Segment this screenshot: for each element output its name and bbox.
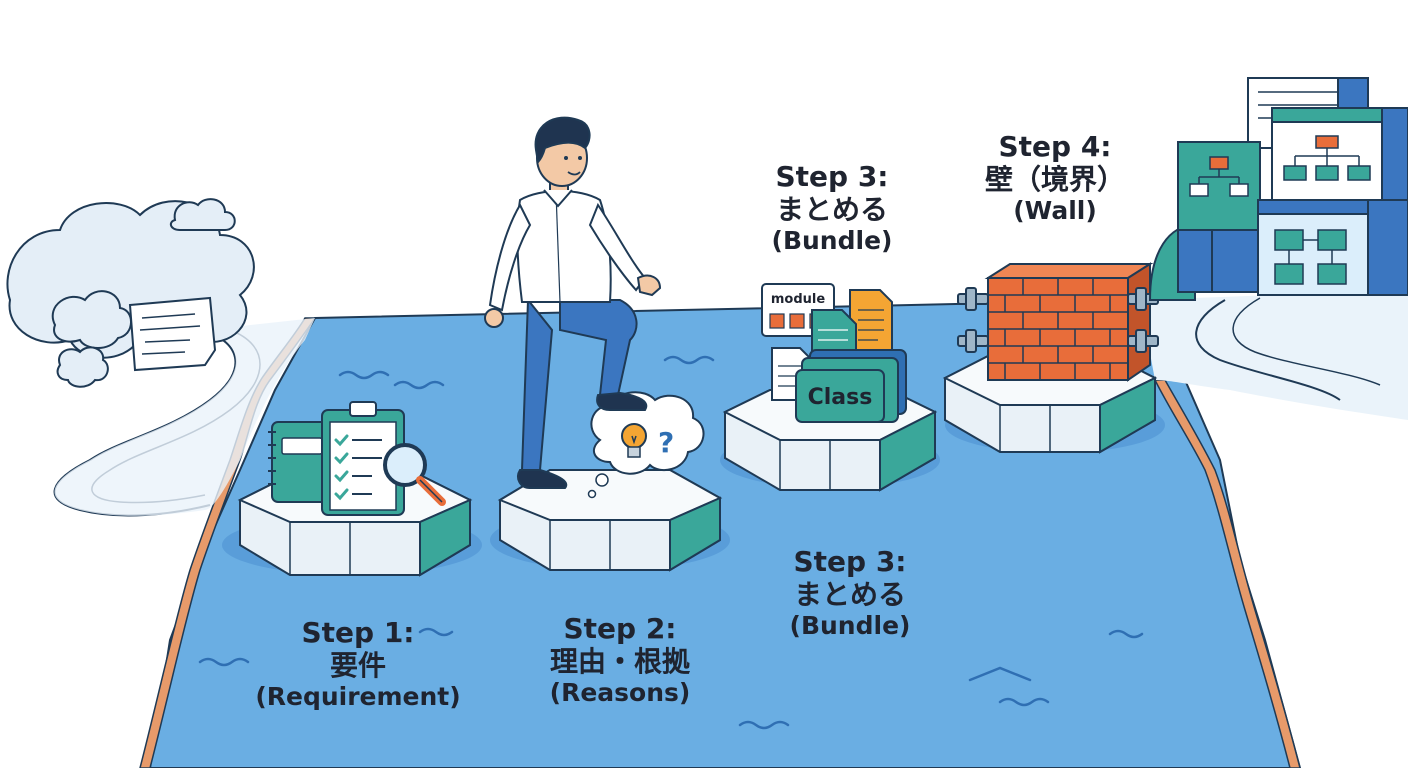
step1-label: Step 1: 要件 (Requirement) xyxy=(248,616,468,712)
step2-english: (Reasons) xyxy=(549,678,691,708)
magnifier-icon xyxy=(383,443,446,506)
right-road-inner xyxy=(1232,297,1381,386)
architecture-buildings xyxy=(1148,77,1408,301)
step2-japanese: 理由・根拠 xyxy=(549,645,690,679)
step3-lower-label: Step 3: まとめる (Bundle) xyxy=(760,545,940,641)
step4-label: Step 4: 壁（境界） (Wall) xyxy=(960,130,1150,226)
left-ground-fill xyxy=(54,318,316,516)
water-waves xyxy=(198,355,1144,730)
checklist-clipboard-icon xyxy=(321,401,405,516)
step3-upper-label: Step 3: まとめる (Bundle) xyxy=(742,160,922,256)
step3-upper-english: (Bundle) xyxy=(771,226,893,256)
step3-upper-number: Step 3: xyxy=(775,160,889,193)
step4-number: Step 4: xyxy=(998,130,1112,163)
step3-lower-english: (Bundle) xyxy=(789,611,911,641)
fog-clouds xyxy=(6,198,255,388)
crumpled-document-icon xyxy=(128,296,217,372)
class-folder-icon: Class xyxy=(795,349,907,423)
module-label: module xyxy=(771,292,825,307)
brick-wall-icon xyxy=(957,262,1159,382)
question-mark-icon: ? xyxy=(658,426,674,459)
step4-english: (Wall) xyxy=(1013,196,1097,226)
step2-number: Step 2: xyxy=(563,612,677,645)
step1-english: (Requirement) xyxy=(255,682,461,712)
right-cliff-edge xyxy=(1153,379,1301,768)
step3-lower-number: Step 3: xyxy=(793,545,907,578)
step2-label: Step 2: 理由・根拠 (Reasons) xyxy=(520,612,720,708)
step4-japanese: 壁（境界） xyxy=(984,163,1125,197)
step1-number: Step 1: xyxy=(301,616,415,649)
person-figure xyxy=(484,116,662,489)
class-label: Class xyxy=(808,385,873,410)
right-ground-fill xyxy=(1140,290,1408,420)
step1-japanese: 要件 xyxy=(329,649,386,683)
step3-lower-japanese: まとめる xyxy=(793,578,906,612)
lightbulb-icon xyxy=(621,423,647,458)
right-road xyxy=(1195,299,1341,401)
platform-step2 xyxy=(490,469,730,572)
step3-upper-japanese: まとめる xyxy=(775,193,888,227)
